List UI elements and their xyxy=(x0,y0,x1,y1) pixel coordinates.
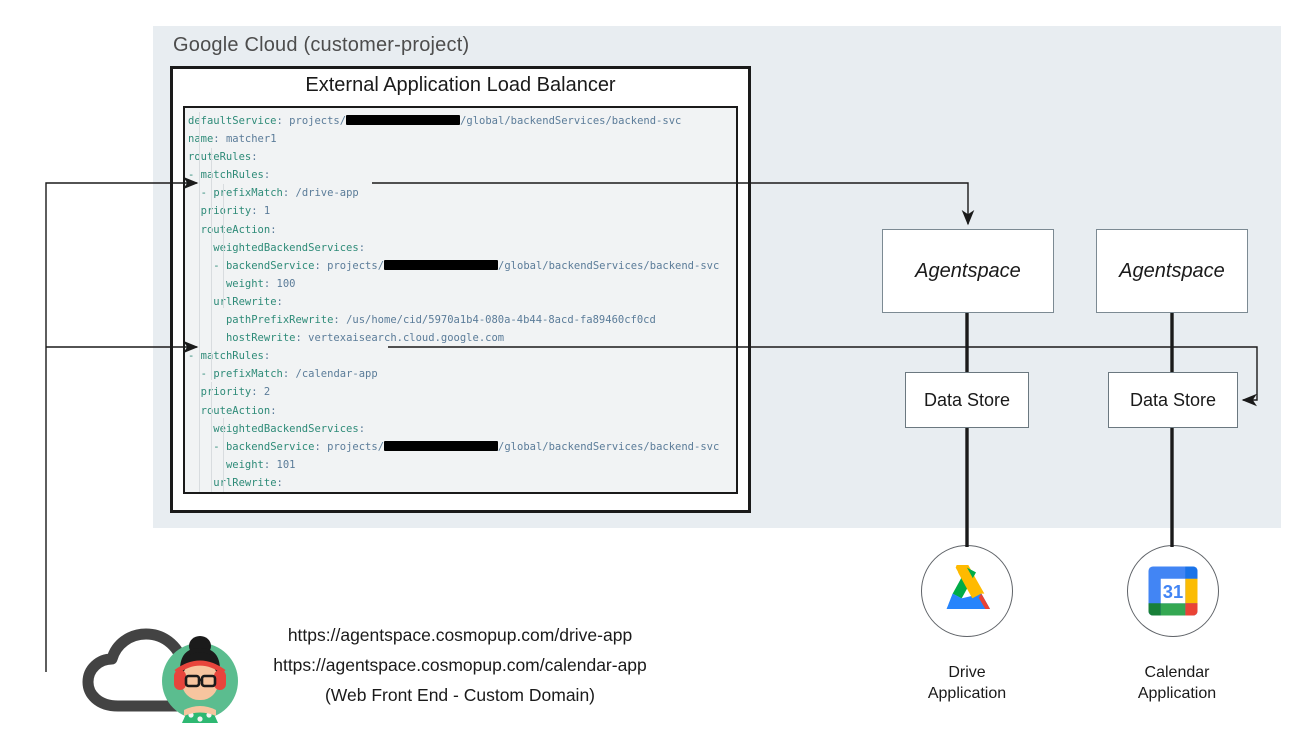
yaml-line: weight: 100 xyxy=(225,277,296,290)
drive-application-circle[interactable] xyxy=(921,545,1013,637)
google-cloud-panel-title: Google Cloud (customer-project) xyxy=(173,34,470,56)
yaml-line: priority: 1 xyxy=(200,205,271,218)
calendar-label-line2: Application xyxy=(1137,685,1217,702)
yaml-line: priority: 2 xyxy=(200,386,271,399)
yaml-line: pathPrefixRewrite: /us/home/cid/5970a1b4… xyxy=(225,314,656,327)
client-urls: https://agentspace.cosmopup.com/drive-ap… xyxy=(250,620,670,710)
yaml-line: weight: 101 xyxy=(225,458,296,471)
drive-label-line1: Drive xyxy=(948,664,986,681)
agentspace-node-1[interactable]: Agentspace xyxy=(882,229,1054,313)
yaml-line: weightedBackendServices: xyxy=(213,241,366,254)
agentspace-node-2[interactable]: Agentspace xyxy=(1096,229,1248,313)
yaml-config-text: defaultService: projects//global/backend… xyxy=(185,108,736,493)
data-store-node-2[interactable]: Data Store xyxy=(1108,372,1238,428)
redacted-project-id xyxy=(384,259,499,270)
yaml-line: routeRules: xyxy=(188,151,258,164)
yaml-line: - backendService: projects//global/backe… xyxy=(213,259,720,272)
redacted-project-id xyxy=(346,115,461,125)
yaml-line: hostRewrite: vertexaisearch.cloud.google… xyxy=(225,332,505,345)
calendar-label-line1: Calendar xyxy=(1144,664,1210,681)
drive-label-line2: Application xyxy=(927,685,1007,702)
yaml-line: routeAction: xyxy=(200,223,277,236)
yaml-line: - matchRules: xyxy=(188,350,271,363)
indent-guide xyxy=(211,148,212,380)
url-map-code-block: defaultService: projects//global/backend… xyxy=(183,106,738,494)
calendar-application-circle[interactable]: 31 xyxy=(1127,545,1219,637)
yaml-line: - prefixMatch: /calendar-app xyxy=(200,368,378,381)
indent-guide xyxy=(211,382,212,492)
data-store-node-1[interactable]: Data Store xyxy=(905,372,1029,428)
calendar-application-label: Calendar Application xyxy=(1077,662,1277,704)
indent-guide xyxy=(223,184,224,308)
drive-application-label: Drive Application xyxy=(867,662,1067,704)
yaml-line: urlRewrite: xyxy=(213,295,283,308)
web-front-end-caption: (Web Front End - Custom Domain) xyxy=(324,685,596,705)
yaml-line: defaultService: projects//global/backend… xyxy=(188,115,682,127)
load-balancer-title: External Application Load Balancer xyxy=(305,74,616,96)
yaml-line: - backendService: projects//global/backe… xyxy=(213,440,720,453)
yaml-line: - matchRules: xyxy=(188,169,271,182)
calendar-day-number: 31 xyxy=(1163,581,1183,602)
yaml-line: routeAction: xyxy=(200,404,277,417)
google-drive-icon xyxy=(946,565,990,609)
yaml-line: name: matcher1 xyxy=(188,133,277,146)
indent-guide xyxy=(199,112,200,380)
yaml-line: urlRewrite: xyxy=(213,476,283,489)
yaml-line: - prefixMatch: /drive-app xyxy=(200,187,359,200)
indent-guide xyxy=(223,418,224,492)
indent-guide xyxy=(199,346,200,492)
redacted-project-id xyxy=(384,440,499,451)
client-endpoint-icon xyxy=(78,618,253,723)
yaml-line: pathPrefixRewrite: /us/home/cid/bb6b8b27… xyxy=(188,492,736,493)
yaml-line: weightedBackendServices: xyxy=(213,422,366,435)
url-drive-app: https://agentspace.cosmopup.com/drive-ap… xyxy=(287,625,633,645)
google-calendar-icon: 31 xyxy=(1148,566,1198,616)
url-calendar-app: https://agentspace.cosmopup.com/calendar… xyxy=(273,655,647,675)
